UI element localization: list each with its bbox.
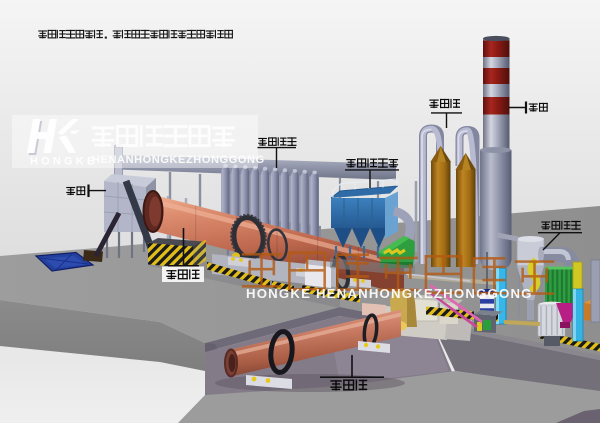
- svg-text:HONGKE: HONGKE: [30, 156, 97, 168]
- svg-text:HENANHONGKEZHONGGONG: HENANHONGKEZHONGGONG: [92, 154, 265, 166]
- svg-text:HONGKE HENANHONGKEZHONGGONG: HONGKE HENANHONGKEZHONGGONG: [246, 286, 533, 301]
